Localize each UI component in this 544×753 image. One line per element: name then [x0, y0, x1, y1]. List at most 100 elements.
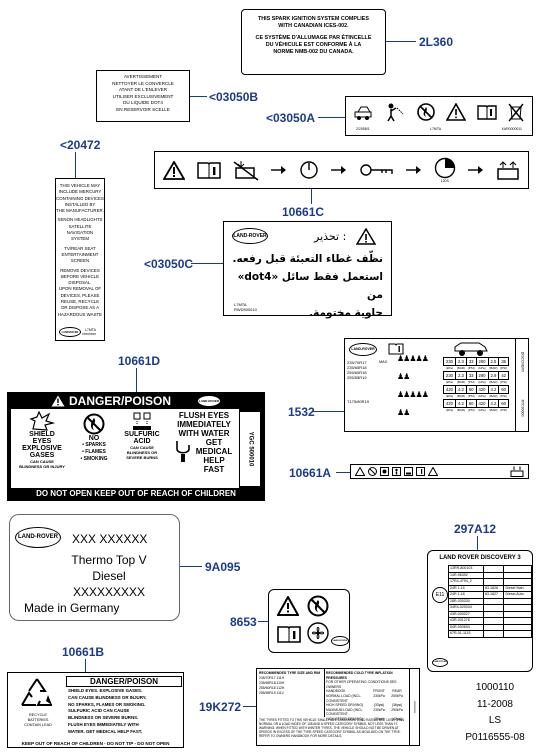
pressure-cell: (33psi): [373, 716, 385, 721]
unit-cell: (PSI): [467, 366, 475, 370]
child-icon: [392, 467, 401, 476]
no-flame-icon: [83, 413, 105, 435]
manual-icon: [277, 626, 301, 643]
label-03050a: 2/2058/1 L7MTA XAR0000011: [345, 96, 533, 136]
code-9a095: 9A095: [205, 560, 241, 574]
code-1532: 1532: [288, 405, 315, 419]
ref-line-2: 11-2008: [477, 698, 513, 710]
unit-row: (kPa)(BAR)(PSI)(kPa)(BAR)(PSI): [444, 366, 509, 372]
unit-cell: (kPa): [445, 380, 454, 384]
figure-reference: 1000110 11-2008 LS P0116555-08: [450, 680, 540, 746]
side-text-1: DISCOVERY: [520, 351, 524, 373]
label-20472-text: THIS VEHICLE MAY INCLUDE MERCURY CONTAIN…: [56, 183, 104, 317]
leader-19k272: [243, 706, 256, 707]
heater-serial: XXXXXXXXX: [72, 585, 146, 599]
leader-1532: [313, 411, 344, 412]
pressure-cell: 230: [443, 357, 456, 366]
no-battery-icon: [233, 159, 259, 181]
approval-cell: [503, 565, 532, 573]
e-mark: E11: [432, 587, 448, 603]
pressure-cell: 230kPa: [373, 707, 385, 712]
unit-cell: (BAR): [456, 366, 465, 370]
pressure-cell: 2.9: [487, 371, 500, 380]
eye-protection-icon: [380, 467, 389, 476]
danger-col-shield: SHIELD EYES EXPLOSIVE GASES CAN CAUSE BL…: [11, 409, 73, 488]
leader-03050a: [318, 117, 345, 118]
tyre-size-2: 235/65R18: [347, 365, 367, 370]
label-10661c: 120S: [154, 151, 529, 189]
label-03050c-foot2: RWD500010: [234, 307, 257, 312]
pressure-cell: MAXIMUM LOAD (INCL. CONSISTENT: [326, 707, 364, 717]
tyre-size-1: 235/70R17: [347, 360, 367, 365]
pressure-cell: 36: [498, 357, 509, 366]
unit-cell: (PSI): [500, 366, 508, 370]
heater-name: Thermo Top V: [71, 553, 147, 567]
manual-icon: [416, 467, 425, 476]
land-rover-logo: LAND-ROVER: [331, 636, 349, 646]
danger-col-flame: NO • SPARKS • FLAMES • SMOKING: [73, 409, 115, 488]
approval-row: 14R-96392: [448, 571, 532, 579]
approval-row: 43R-000027: [448, 610, 532, 618]
manual-icon: [197, 160, 221, 180]
code-297a12: 297A12: [454, 522, 497, 536]
explosion-icon: [428, 467, 438, 476]
recycle-text: RECYCLE BATTERIES CONTAIN LEAD: [24, 713, 52, 727]
approval-cell: Diesel Auto.: [503, 591, 532, 599]
approval-cell: [503, 610, 532, 618]
side-text-2: RTC00000: [520, 399, 524, 417]
pressure-row: HIGH SPEED DRIVING)(33psi)(36psi): [326, 703, 406, 708]
vehicle-title: LAND ROVER DISCOVERY 3: [439, 555, 521, 561]
approval-cell: 43R-000027: [448, 610, 484, 618]
danger-col-acid: SULFURIC ACID CAN CAUSE BLINDNESS OR SEV…: [115, 409, 169, 488]
pressure-cell: (42psi): [391, 716, 403, 721]
pressure-cell: HIGH SPEED DRIVING): [326, 716, 364, 721]
label-03050b-text: AVERTISSEMENT NETTOYER LE CONVERCLE ATAN…: [112, 74, 174, 112]
heater-part-code: XXX XXXXXX: [72, 532, 148, 546]
max-label: MAX: [379, 360, 388, 364]
unit-cell: (PSI): [500, 380, 508, 384]
pressure-cell: 230: [443, 371, 456, 380]
approval-cell: [503, 597, 532, 605]
code-10661a: 10661A: [289, 466, 332, 480]
unit-cell: (BAR): [456, 408, 465, 412]
approval-cell: 13RR-800103: [448, 565, 484, 573]
arrow-right-icon: [405, 165, 422, 175]
pressure-cell: 4.2: [455, 385, 467, 394]
unit-cell: (BAR): [456, 380, 465, 384]
pressure-cell: 2.3: [455, 371, 467, 380]
battery-icon: [510, 466, 524, 477]
label-10661a: [350, 464, 529, 479]
arabic-warning-text: نظّف غطاء التعبئة قبل رفعه. استعمل فقط س…: [232, 253, 383, 319]
pressure-cell: 2.5: [487, 357, 500, 366]
tyre-size-spare: T175/80R19: [347, 399, 370, 404]
approval-cell: 67R-01-1115: [448, 630, 484, 638]
pressure-cell: 290: [475, 371, 489, 380]
pressure-cell: NORMAL LOAD (INCL. CONSISTENT: [326, 693, 362, 703]
ref-line-3: LS: [488, 715, 502, 726]
explosion-icon: [29, 411, 55, 431]
pressure-cell: 60: [465, 385, 477, 394]
ref-line-1: 1000110: [475, 682, 515, 693]
code-19k272: 19K272: [199, 700, 242, 714]
arrow-right-icon: [331, 165, 347, 175]
label-19k272: RECOMMENDED TYRE SIZE AND RIM 235/70R17 …: [256, 668, 420, 746]
label-20472-foot1: L7MTA: [84, 328, 96, 332]
code-03050a: <03050A: [266, 111, 316, 125]
eyewash-icon: [176, 441, 190, 462]
leader-8653: [258, 621, 268, 622]
leader-10661c: [311, 189, 312, 204]
warning-icon: [51, 395, 65, 407]
pressure-cell: 420: [443, 385, 456, 394]
unit-cell: (kPa): [478, 394, 486, 398]
pressure-cell: 60: [498, 385, 509, 394]
approval-cell: 28R-030330: [448, 597, 484, 605]
approval-cell: 43R-001276: [448, 617, 484, 625]
pressure-cell: 4.2: [455, 399, 467, 408]
code-8653: 8653: [230, 615, 257, 629]
pressure-cell: 420: [475, 385, 489, 394]
code-2l360: 2L360: [419, 35, 454, 49]
label-03050a-foot-mid: L7MTA: [430, 127, 442, 131]
